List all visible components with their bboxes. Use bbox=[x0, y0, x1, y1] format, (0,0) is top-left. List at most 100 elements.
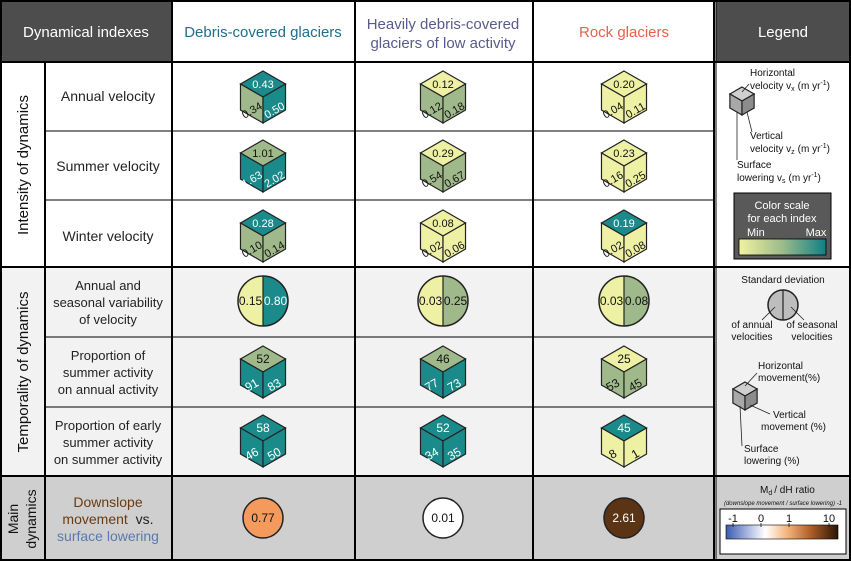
legend-ratio-tick-2: 1 bbox=[786, 513, 792, 525]
legend-velocity-cube bbox=[728, 83, 756, 160]
header-rock: Rock glaciers bbox=[579, 24, 669, 41]
cube-prop-summer-debris-right-value: 83 bbox=[265, 375, 284, 394]
cube-prop-early-debris-left-value: 46 bbox=[242, 444, 261, 463]
legend-s-line1: Surface bbox=[737, 160, 772, 171]
cube-annual-rock-top-value: 0.20 bbox=[613, 79, 634, 91]
legend-scale-gradient bbox=[738, 238, 827, 256]
row-seasonal-l1: Annual and bbox=[75, 278, 141, 293]
legend-std-pointer-a bbox=[761, 306, 776, 321]
legend-s-line2: lowering vs(m yr-1) bbox=[737, 172, 821, 185]
cube-annual-heavy-right-face bbox=[442, 82, 467, 125]
legend-velocity-pointer-h bbox=[741, 83, 750, 93]
legend-movement-pointer-h bbox=[744, 372, 758, 387]
cube-prop-early-heavy-top-value: 52 bbox=[436, 421, 450, 435]
cube-prop-early-heavy-right-face bbox=[442, 426, 467, 469]
cube-prop-summer-heavy-right-face bbox=[442, 357, 467, 400]
cube-annual-debris-right-face bbox=[262, 82, 287, 125]
legend-scale-min: Min bbox=[747, 227, 765, 239]
cube-annual-debris: 0.430.340.50 bbox=[239, 70, 287, 125]
legend-ratio-title: Md/ dH ratio bbox=[760, 485, 815, 497]
cube-prop-summer-rock-left-value: 53 bbox=[603, 375, 622, 394]
cube-summer-rock: 0.230.160.25 bbox=[600, 139, 648, 194]
legend-std-annual-l2: velocities bbox=[731, 332, 772, 343]
glyph-layer: 0.430.340.500.120.120.180.200.040.111.01… bbox=[237, 70, 650, 539]
legend-ratio-tick-3: 10 bbox=[823, 513, 835, 525]
row-annual-velocity: Annual velocity bbox=[61, 88, 155, 104]
circle-variability-rock-right-half bbox=[624, 276, 649, 326]
circle-main-heavy-disc bbox=[422, 497, 464, 539]
cube-winter-debris: 0.280.100.14 bbox=[239, 209, 287, 264]
legend-mv-h-l2: movement(%) bbox=[758, 373, 820, 384]
cube-winter-rock: 0.190.020.08 bbox=[600, 209, 648, 264]
legend-velocity-cube-shape-right-face bbox=[741, 92, 755, 117]
cube-winter-heavy-right-face bbox=[442, 221, 467, 264]
section-main-l2: dynamics bbox=[23, 489, 39, 548]
cube-winter-debris-top-value: 0.28 bbox=[252, 218, 273, 230]
row-early-l2: summer activity bbox=[63, 435, 154, 450]
header-dynamical-indexes: Dynamical indexes bbox=[23, 24, 149, 41]
row-main-surface: surface lowering bbox=[57, 528, 159, 544]
cube-prop-summer-heavy-top-value: 46 bbox=[436, 352, 450, 366]
circle-main-debris-value: 0.77 bbox=[251, 511, 275, 525]
cube-winter-rock-top-value: 0.19 bbox=[613, 218, 634, 230]
row-seasonal-l2: seasonal variability bbox=[53, 295, 163, 310]
legend-velocity-pointer-v bbox=[746, 111, 753, 133]
legend-movement-pointer-s bbox=[739, 405, 743, 447]
cube-winter-heavy-top-value: 0.08 bbox=[432, 218, 453, 230]
cube-annual-rock: 0.200.040.11 bbox=[600, 70, 648, 125]
circle-variability-rock-left-half bbox=[599, 276, 624, 326]
cube-prop-early-rock-top-value: 45 bbox=[617, 421, 631, 435]
legend-std-pointer-b bbox=[790, 306, 805, 321]
cube-prop-summer-rock-right-face bbox=[623, 357, 648, 400]
legend-velocity-cube-shape bbox=[728, 86, 756, 117]
cube-prop-early-debris-right-face bbox=[262, 426, 287, 469]
legend-v-line1: Vertical bbox=[750, 131, 783, 142]
circle-variability-heavy-left-half bbox=[418, 276, 443, 326]
circle-variability-heavy-annual-value: 0.03 bbox=[419, 294, 443, 308]
legend-movement-cube bbox=[731, 372, 771, 447]
header-legend: Legend bbox=[758, 24, 808, 41]
cube-annual-rock-right-face bbox=[623, 82, 648, 125]
row-winter-velocity: Winter velocity bbox=[62, 228, 153, 244]
legend-ratio-tick-1: 0 bbox=[758, 513, 764, 525]
cube-prop-summer-debris-left-value: 91 bbox=[242, 375, 261, 394]
legend-movement-cube-shape-right-face bbox=[744, 387, 758, 412]
cube-summer-debris-right-face bbox=[262, 151, 287, 194]
row-prop-l2: summer activity bbox=[63, 365, 154, 380]
circle-variability-debris-annual-value: 0.15 bbox=[239, 294, 263, 308]
cube-prop-early-rock-right-face bbox=[623, 426, 648, 469]
cube-summer-debris-top-value: 1.01 bbox=[252, 148, 273, 160]
circle-main-rock: 2.61 bbox=[603, 497, 645, 539]
legend-ratio-note: (downslope movement / surface lowering) … bbox=[724, 501, 842, 507]
circle-main-rock-disc bbox=[603, 497, 645, 539]
row-prop-l3: on annual activity bbox=[58, 382, 159, 397]
row-summer-velocity: Summer velocity bbox=[56, 158, 159, 174]
circle-variability-rock-seasonal-value: 0.08 bbox=[625, 294, 649, 308]
circle-main-heavy: 0.01 bbox=[422, 497, 464, 539]
legend-std-annual-l1: of annual bbox=[731, 320, 772, 331]
circle-variability-debris-seasonal-value: 0.80 bbox=[264, 294, 288, 308]
cube-prop-summer-rock-right-value: 45 bbox=[626, 375, 645, 394]
legend-v-line2: velocity vz(m yr-1) bbox=[750, 143, 830, 156]
legend-mv-s-l1: Surface bbox=[744, 444, 779, 455]
circle-main-debris-disc bbox=[242, 497, 284, 539]
circle-variability-heavy-seasonal-value: 0.25 bbox=[444, 294, 468, 308]
cube-prop-summer-heavy-left-value: 77 bbox=[422, 375, 441, 394]
legend-std-title: Standard deviation bbox=[741, 275, 824, 286]
cube-winter-debris-right-face bbox=[262, 221, 287, 264]
cube-prop-summer-debris-right-face bbox=[262, 357, 287, 400]
circle-variability-heavy-right-half bbox=[443, 276, 468, 326]
cube-summer-rock-right-face bbox=[623, 151, 648, 194]
legend-movement-pointer-v bbox=[749, 404, 771, 415]
legend-h-line1: Horizontal bbox=[750, 68, 795, 79]
row-early-l1: Proportion of early bbox=[55, 418, 162, 433]
